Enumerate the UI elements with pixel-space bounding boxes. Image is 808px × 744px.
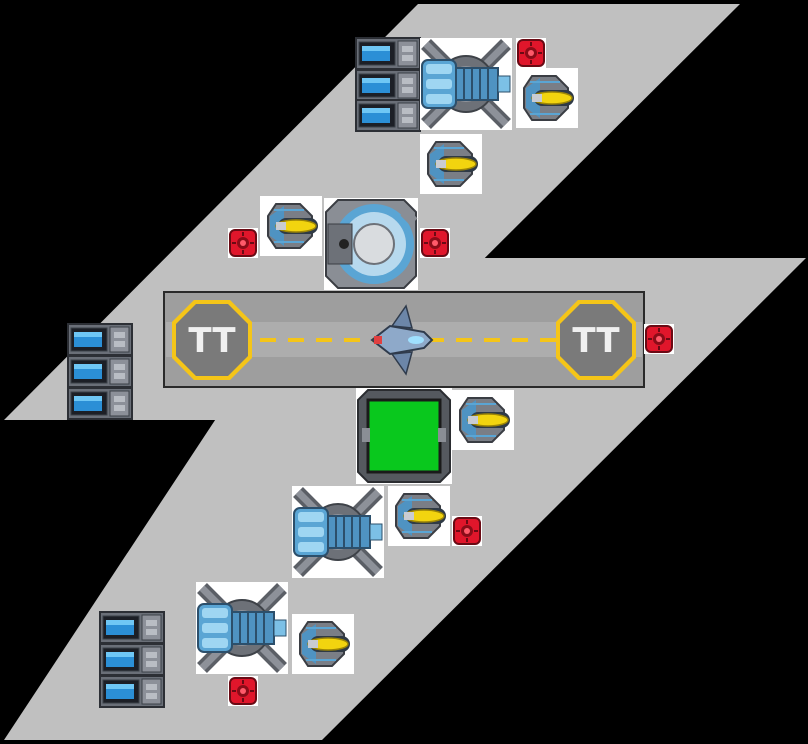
battery-rack-icon[interactable] bbox=[355, 37, 421, 132]
red-sensor-icon[interactable] bbox=[419, 227, 451, 259]
laser-turret-icon[interactable] bbox=[451, 389, 515, 451]
laser-turret-icon[interactable] bbox=[259, 195, 323, 257]
thruster-engine-icon[interactable] bbox=[420, 38, 512, 130]
red-sensor-icon[interactable] bbox=[515, 37, 547, 69]
landing-pad-icon[interactable] bbox=[556, 300, 636, 380]
red-sensor-icon[interactable] bbox=[227, 227, 259, 259]
red-sensor-icon[interactable] bbox=[227, 675, 259, 707]
laser-turret-icon[interactable] bbox=[419, 133, 483, 195]
shield-generator-icon[interactable] bbox=[324, 198, 418, 290]
battery-rack-icon[interactable] bbox=[99, 611, 165, 708]
landing-pad-icon[interactable] bbox=[172, 300, 252, 380]
red-sensor-icon[interactable] bbox=[643, 323, 675, 355]
thruster-engine-icon[interactable] bbox=[196, 582, 288, 674]
docked-spaceship-icon[interactable] bbox=[370, 304, 434, 376]
laser-turret-icon[interactable] bbox=[387, 485, 451, 547]
red-sensor-icon[interactable] bbox=[451, 515, 483, 547]
laser-turret-icon[interactable] bbox=[515, 67, 579, 129]
battery-rack-icon[interactable] bbox=[67, 323, 133, 420]
thruster-engine-icon[interactable] bbox=[292, 486, 384, 578]
laser-turret-icon[interactable] bbox=[291, 613, 355, 675]
green-cargo-hatch-icon[interactable] bbox=[356, 388, 452, 484]
